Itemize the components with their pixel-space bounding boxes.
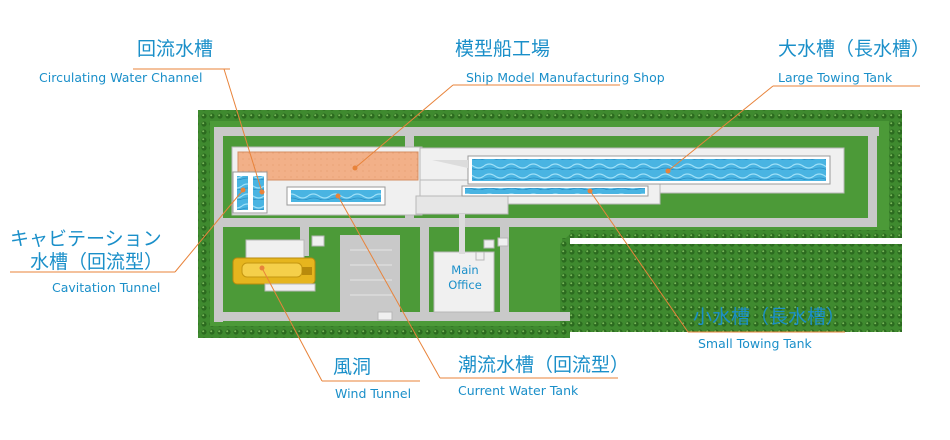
current-water-tank-label-jp: 潮流水槽（回流型） [458,354,630,376]
small-towing-tank-label-jp: 小水槽（長水槽） [693,306,846,328]
main-office-label: Main Office [436,263,494,293]
circulating-channel-water-b [253,176,264,210]
main-office-label-line1: Main [451,263,479,277]
ship-model-shop-label-jp: 模型船工場 [455,38,551,60]
large-towing-tank-label-en: Large Towing Tank [778,70,893,85]
leader-lines [10,68,920,382]
circulating-channel-water-a [237,176,248,210]
anchor-dots [240,165,671,271]
small-towing-tank-label-en: Small Towing Tank [698,336,812,351]
circulating-channel-label-jp: 回流水槽 [137,38,214,60]
wind-tunnel-label-en: Wind Tunnel [335,386,412,401]
main-office-label-line2: Office [448,278,482,292]
large-towing-tank-label-jp: 大水槽（長水槽） [778,38,931,60]
wind-tunnel-label-jp: 風洞 [333,356,372,378]
ship-model-shop-label-en: Ship Model Manufacturing Shop [466,70,665,85]
main-office-building [433,251,495,313]
cavitation-tunnel-label-en: Cavitation Tunnel [52,280,161,295]
cavitation-tunnel-label-jp2: 水槽（回流型） [30,251,164,273]
current-water-tank-label-en: Current Water Tank [458,383,579,398]
cavitation-tunnel-label-jp1: キャビテーション [10,228,162,250]
ship-model-shop [237,151,419,181]
circulating-channel-label-en: Circulating Water Channel [39,70,203,85]
